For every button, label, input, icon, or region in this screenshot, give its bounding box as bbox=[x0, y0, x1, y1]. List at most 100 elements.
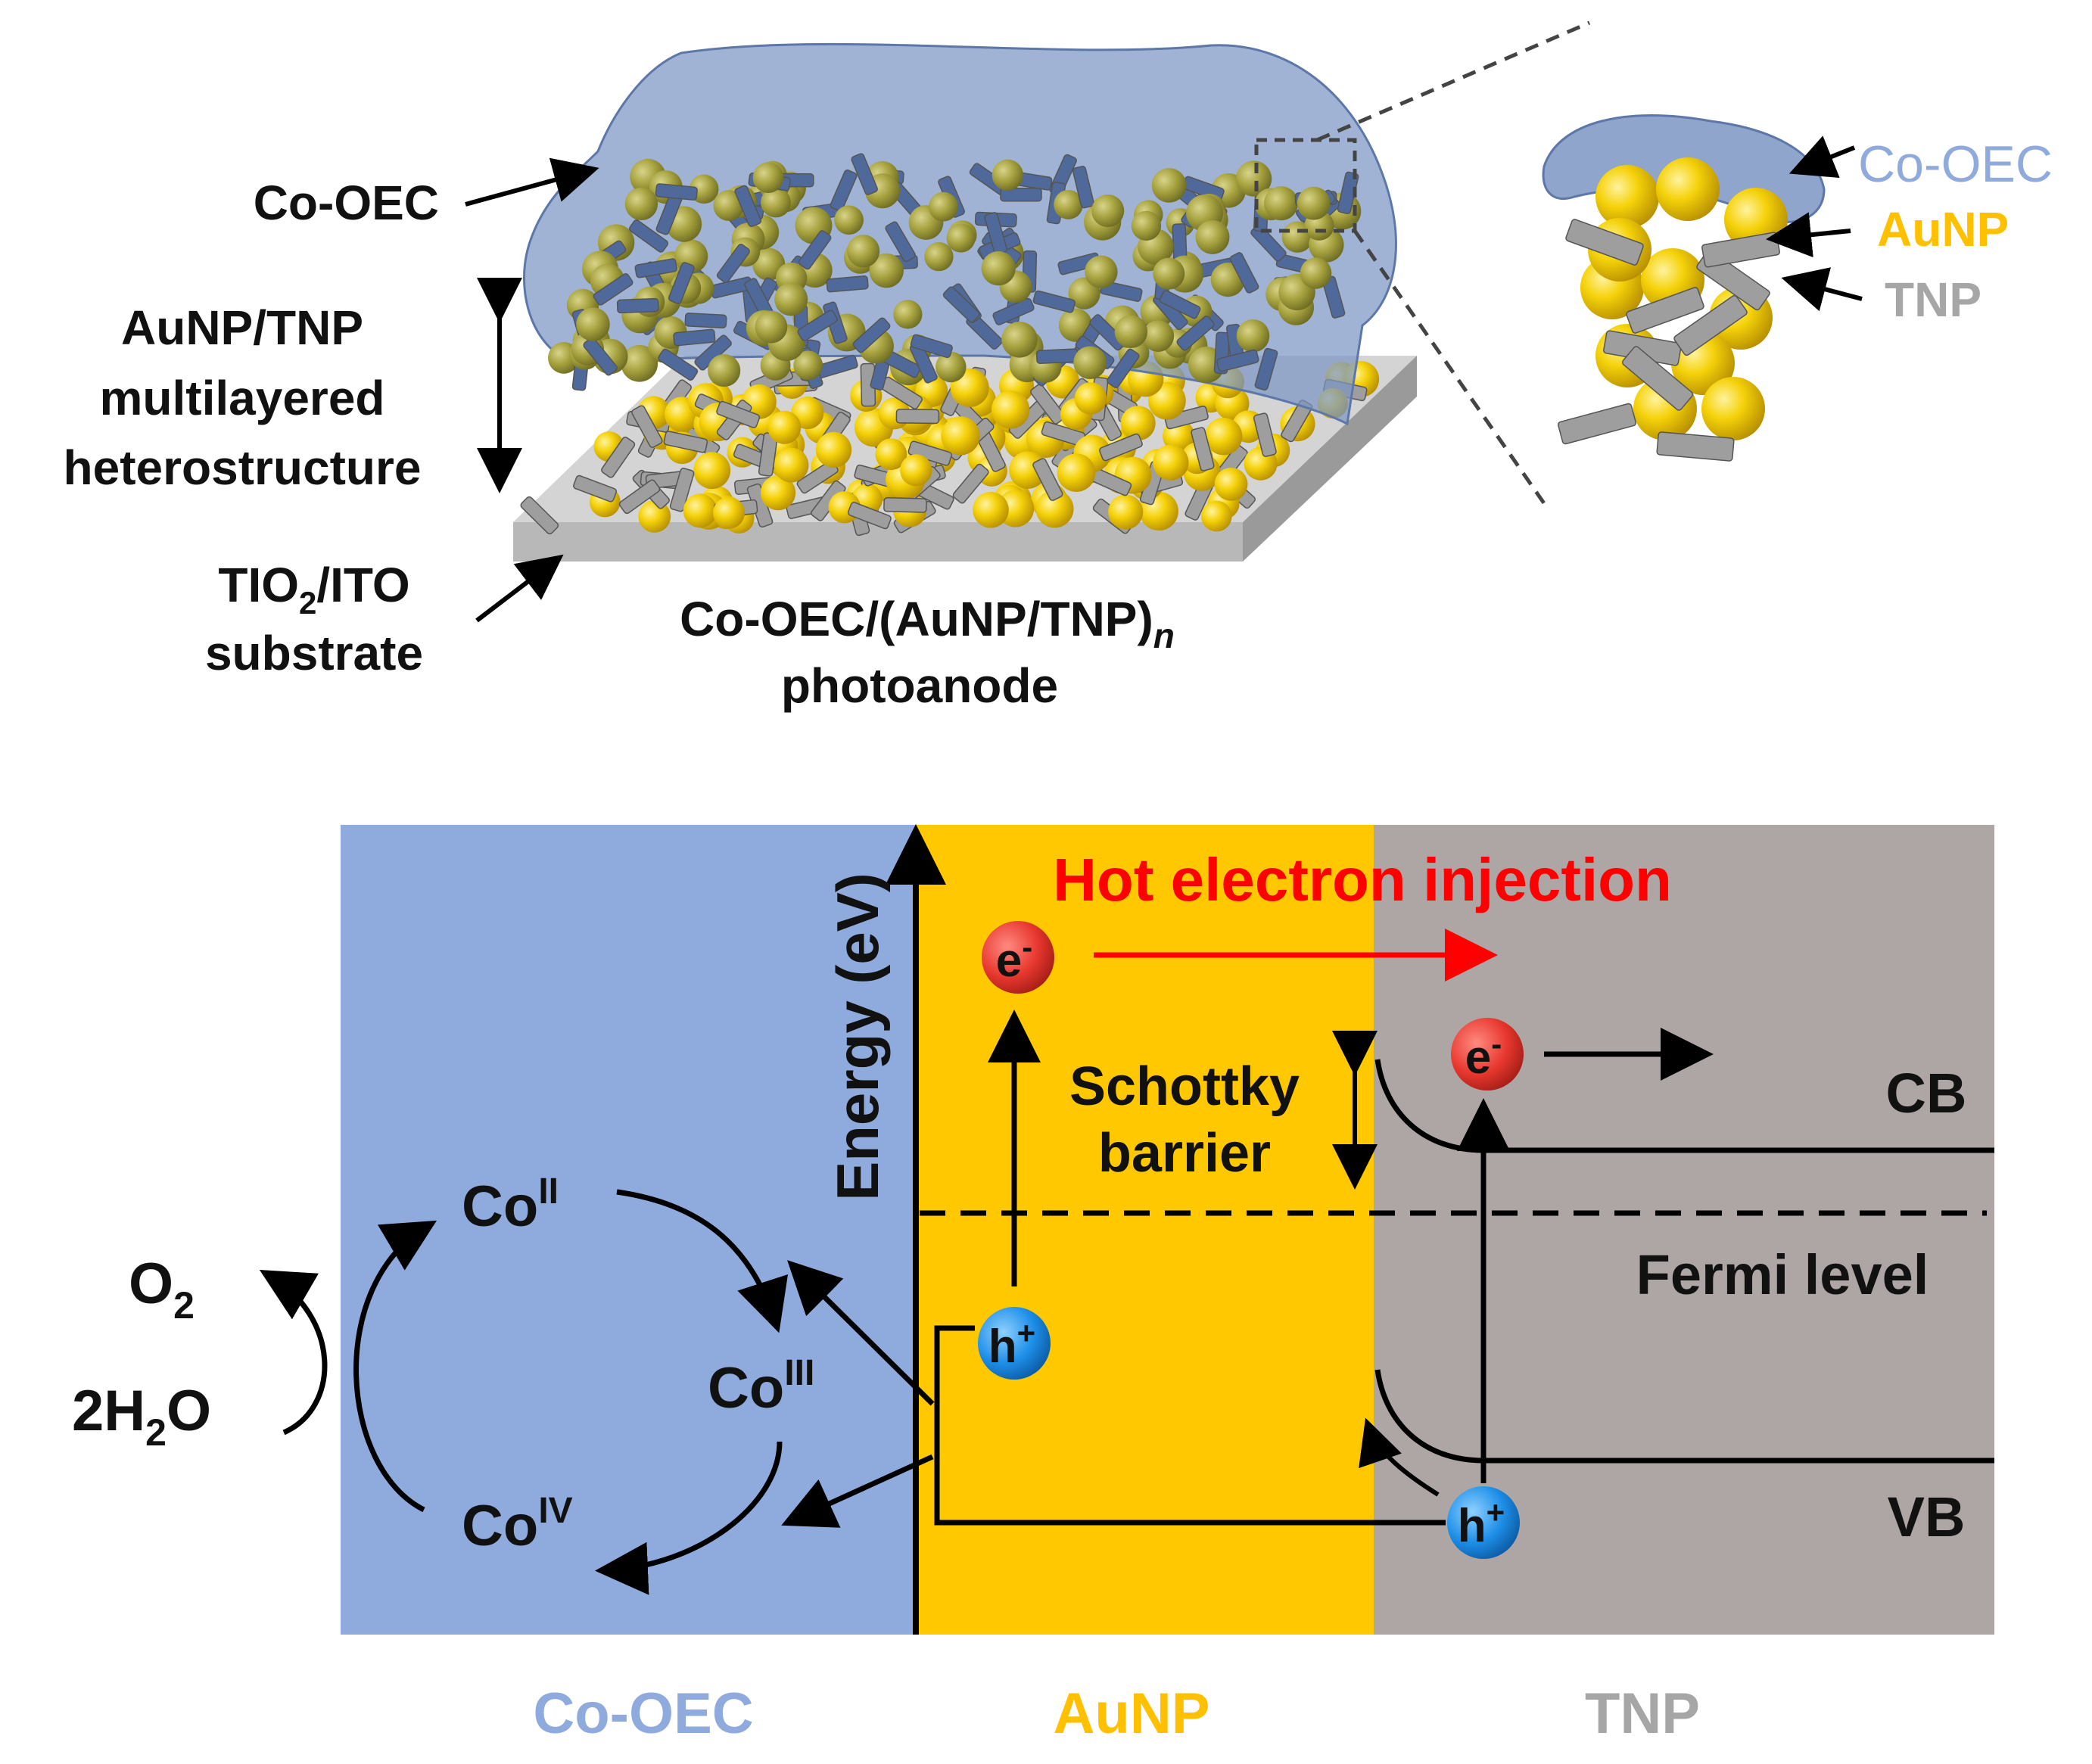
nanoparticle bbox=[981, 251, 1016, 286]
nanoplate bbox=[1656, 431, 1735, 462]
nanoparticle bbox=[708, 354, 741, 387]
nanoparticle bbox=[1091, 194, 1125, 228]
nanoplate bbox=[716, 244, 750, 283]
nanoplate bbox=[1000, 187, 1042, 202]
nanoplate bbox=[952, 463, 989, 504]
zoom-legend-aunp: AuNP bbox=[1877, 202, 2009, 257]
nanoplate bbox=[734, 185, 762, 228]
nanoplate bbox=[1159, 290, 1201, 319]
nanoplate bbox=[669, 468, 695, 512]
nanoparticle bbox=[992, 159, 1023, 191]
nanoplate bbox=[628, 219, 669, 253]
co-iii-label: CoIII bbox=[708, 1353, 814, 1420]
nanoplate bbox=[1673, 294, 1748, 356]
co-oec-label: Co-OEC bbox=[254, 176, 439, 230]
nanoparticle bbox=[1595, 165, 1659, 229]
nanoplate bbox=[1621, 346, 1694, 411]
nanoparticle bbox=[1236, 319, 1270, 353]
nanoplate bbox=[1253, 412, 1277, 457]
nanoplate bbox=[573, 474, 618, 502]
nanoplate bbox=[910, 334, 953, 359]
nanoparticle bbox=[767, 410, 802, 444]
nanoparticle bbox=[624, 187, 658, 221]
fermi-level-label: Fermi level bbox=[1636, 1243, 1929, 1306]
aunp-tnp-upper-layers bbox=[548, 153, 1362, 391]
nanoplate bbox=[1176, 316, 1215, 351]
nanoplate bbox=[631, 405, 663, 448]
nanoparticle bbox=[1073, 346, 1107, 380]
nanoparticle bbox=[1074, 382, 1107, 415]
hot-electron-label: Hot electron injection bbox=[1053, 846, 1672, 913]
energy-axis-label: Energy (eV) bbox=[824, 873, 891, 1200]
nanoplate bbox=[851, 153, 878, 195]
zoom-box bbox=[1254, 138, 1357, 233]
nanoplate bbox=[1099, 433, 1143, 462]
nanoparticle bbox=[1114, 315, 1148, 349]
nanoparticle bbox=[1214, 467, 1248, 501]
tnp-hole-bend-arrow bbox=[1359, 1417, 1440, 1497]
nanoparticle bbox=[712, 496, 746, 529]
nanoparticle bbox=[774, 282, 808, 316]
nanoparticle bbox=[893, 300, 923, 329]
tnp-electron: e- bbox=[1451, 1018, 1524, 1090]
cycle-arrow-iii-to-iv bbox=[595, 1441, 783, 1595]
nanoparticle bbox=[1300, 257, 1332, 289]
zoom-line-bottom bbox=[1353, 229, 1546, 505]
zoom-co-oec-arrow bbox=[1788, 135, 1856, 179]
nanoplate bbox=[826, 275, 869, 293]
o2-label: O2 bbox=[129, 1252, 195, 1327]
nanoparticle bbox=[1142, 320, 1175, 352]
nanoplate bbox=[852, 317, 891, 353]
nanoparticle bbox=[1656, 157, 1720, 221]
hole-transfer-arrow-upper bbox=[787, 1260, 935, 1406]
nanoplate bbox=[1030, 384, 1066, 425]
heterostructure-label-line2: multilayered bbox=[99, 371, 384, 425]
nanoparticle bbox=[875, 438, 907, 471]
nanoplate bbox=[593, 273, 634, 306]
nanoplate bbox=[1164, 405, 1209, 430]
nanoparticle bbox=[1001, 322, 1038, 358]
aunp-electron: e- bbox=[982, 921, 1054, 994]
nanoparticle bbox=[1153, 257, 1185, 290]
photoanode-label-line1: Co-OEC/(AuNP/TNP)n bbox=[680, 592, 1175, 655]
nanoplate bbox=[885, 221, 916, 263]
photoanode-label-line2: photoanode bbox=[781, 658, 1058, 713]
nanoplate bbox=[1216, 349, 1259, 372]
nanoparticle bbox=[621, 344, 658, 382]
nanoparticle bbox=[869, 253, 904, 288]
nanoparticle bbox=[1054, 190, 1083, 219]
nanoparticle bbox=[693, 452, 731, 490]
nanoparticle bbox=[1120, 406, 1156, 441]
nanoparticle bbox=[1057, 453, 1096, 492]
nanoplate bbox=[1035, 348, 1079, 365]
hole-transfer-path bbox=[934, 1325, 1446, 1526]
nanoplate bbox=[1032, 290, 1076, 313]
zoom-line-top bbox=[1316, 20, 1590, 142]
aunp-hole: h+ bbox=[978, 1307, 1051, 1380]
nanoplate bbox=[798, 230, 832, 270]
nanoplate bbox=[1557, 403, 1637, 445]
nanoparticle bbox=[924, 242, 954, 272]
nanoplate bbox=[883, 497, 927, 513]
nanoplate bbox=[1626, 287, 1704, 334]
nanoplate bbox=[895, 409, 940, 425]
nanoparticle bbox=[1131, 210, 1162, 241]
cycle-arrow-ii-to-iii bbox=[616, 1189, 789, 1333]
nanoplate bbox=[601, 436, 636, 478]
svg-text:e-: e- bbox=[1465, 1026, 1502, 1084]
nanoparticle bbox=[1035, 490, 1074, 528]
co-oec-pointer-arrow bbox=[465, 157, 599, 207]
svg-text:h+: h+ bbox=[1458, 1495, 1505, 1552]
nanoparticle bbox=[752, 162, 784, 194]
substrate-pointer-arrow bbox=[475, 554, 564, 623]
nanoplate bbox=[663, 431, 708, 453]
nanoplate bbox=[634, 258, 677, 278]
schottky-label-line1: Schottky bbox=[1069, 1056, 1300, 1117]
nanoplate bbox=[684, 313, 727, 328]
tnp-hole: h+ bbox=[1447, 1486, 1520, 1559]
nanoplate bbox=[1565, 219, 1644, 266]
nanoplate bbox=[1107, 348, 1140, 388]
nanoparticle bbox=[1204, 417, 1243, 456]
top-panel: Co-OEC AuNP/TNP multilayered heterostruc… bbox=[64, 20, 2053, 713]
